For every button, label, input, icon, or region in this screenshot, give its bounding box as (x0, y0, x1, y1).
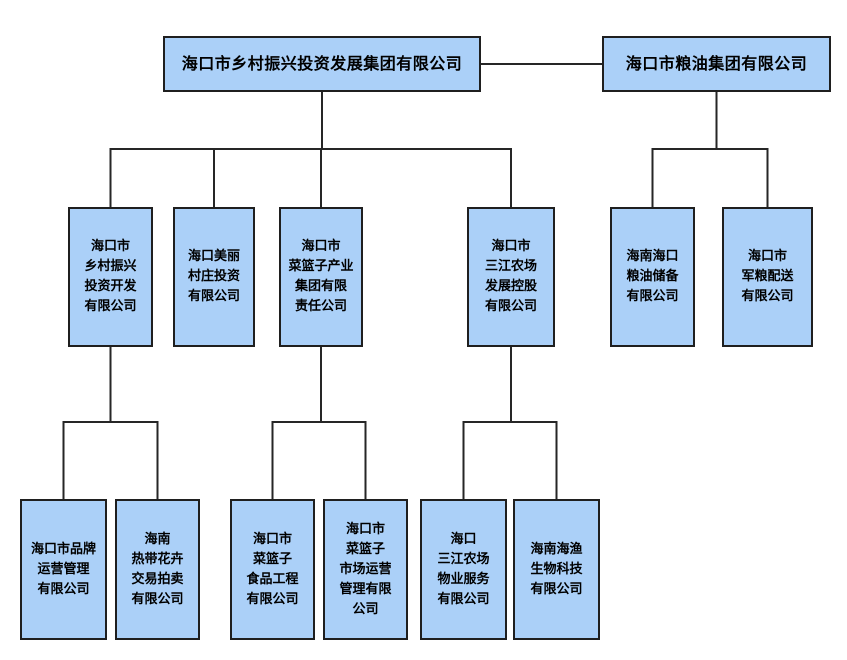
org-node-label-line: 有限公司 (84, 299, 137, 314)
org-node-n6: 海口市军粮配送有限公司 (722, 207, 813, 347)
org-node-label-line: 粮油储备 (626, 269, 679, 284)
org-node-label-line: 海南海渔 (530, 541, 583, 557)
org-node-n1: 海口市乡村振兴投资开发有限公司 (68, 207, 153, 347)
org-node-label-line: 海南 (144, 531, 171, 547)
org-node-n3: 海口市菜篮子产业集团有限责任公司 (279, 207, 363, 347)
org-node-label-line: 海口市 (90, 239, 130, 254)
org-node-m4: 海口市菜篮子市场运营管理有限公司 (323, 499, 408, 640)
org-node-label-line: 集团有限 (294, 279, 347, 294)
org-node-t2: 海口市粮油集团有限公司 (602, 36, 831, 92)
org-node-label-line: 发展控股 (484, 279, 537, 294)
org-node-label-line: 有限公司 (37, 581, 90, 597)
org-node-label-line: 三江农场 (437, 551, 490, 567)
org-node-label-line: 海口市 (747, 249, 787, 264)
org-node-label-line: 军粮配送 (741, 269, 794, 284)
org-node-label-line: 公司 (352, 601, 379, 617)
org-node-label-line: 村庄投资 (187, 269, 240, 284)
org-node-label-line: 海口市粮油集团有限公司 (625, 54, 808, 73)
org-node-label-line: 菜篮子产业 (288, 259, 354, 274)
org-node-label-line: 有限公司 (626, 289, 679, 304)
org-node-label-line: 海口美丽 (187, 249, 240, 264)
org-node-label-line: 海口市 (345, 521, 385, 537)
org-node-label-line: 有限公司 (741, 289, 794, 304)
org-node-label-line: 有限公司 (484, 299, 537, 314)
org-node-label-line: 海口市 (491, 239, 531, 254)
org-node-label-line: 管理有限 (339, 581, 392, 597)
org-node-label-line: 海南海口 (626, 249, 679, 264)
org-node-m1: 海口市品牌运营管理有限公司 (20, 499, 107, 640)
org-node-label-line: 海口市乡村振兴投资发展集团有限公司 (181, 54, 463, 73)
org-node-m2: 海南热带花卉交易拍卖有限公司 (115, 499, 200, 640)
org-node-label-line: 投资开发 (84, 279, 137, 294)
org-node-label-line: 菜篮子 (345, 541, 385, 557)
org-node-label-line: 三江农场 (484, 259, 537, 274)
org-node-label-line: 乡村振兴 (84, 259, 137, 274)
org-node-label-line: 热带花卉 (131, 551, 184, 567)
org-node-label-line: 生物科技 (530, 561, 583, 577)
org-node-label-line: 交易拍卖 (131, 571, 184, 587)
org-node-label-line: 有限公司 (187, 289, 240, 304)
org-node-m5: 海口三江农场物业服务有限公司 (420, 499, 507, 640)
org-node-n2: 海口美丽村庄投资有限公司 (173, 207, 255, 347)
org-node-label-line: 运营管理 (37, 561, 90, 577)
org-node-n4: 海口市三江农场发展控股有限公司 (467, 207, 555, 347)
org-node-n5: 海南海口粮油储备有限公司 (610, 207, 695, 347)
org-node-label-line: 海口市品牌 (30, 541, 96, 557)
org-node-label-line: 海口市 (301, 239, 341, 254)
org-node-label-line: 海口市 (252, 531, 292, 547)
org-node-label-line: 有限公司 (437, 591, 490, 607)
org-node-label-line: 有限公司 (530, 581, 583, 597)
org-node-m3: 海口市菜篮子食品工程有限公司 (230, 499, 315, 640)
org-node-t1: 海口市乡村振兴投资发展集团有限公司 (163, 36, 481, 92)
org-node-label-line: 物业服务 (437, 571, 490, 587)
org-node-label-line: 市场运营 (339, 561, 392, 577)
org-node-label-line: 责任公司 (294, 299, 347, 314)
org-node-label-line: 有限公司 (131, 591, 184, 607)
org-node-label-line: 食品工程 (246, 571, 299, 587)
org-node-label-line: 菜篮子 (252, 551, 292, 567)
org-node-label-line: 有限公司 (246, 591, 299, 607)
org-node-m6: 海南海渔生物科技有限公司 (513, 499, 600, 640)
org-node-label-line: 海口 (450, 531, 477, 547)
